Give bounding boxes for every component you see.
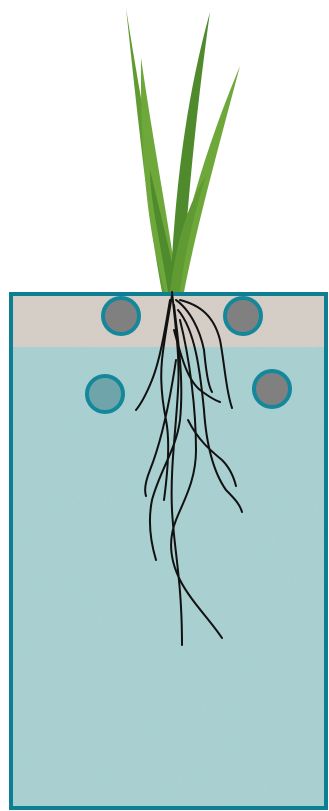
sensor-top-right xyxy=(225,298,261,334)
plant-seedling xyxy=(126,8,240,292)
water-medium xyxy=(12,346,325,807)
sensor-top-left xyxy=(103,298,139,334)
sensor-mid-left xyxy=(87,376,123,412)
sensor-mid-right xyxy=(254,371,290,407)
